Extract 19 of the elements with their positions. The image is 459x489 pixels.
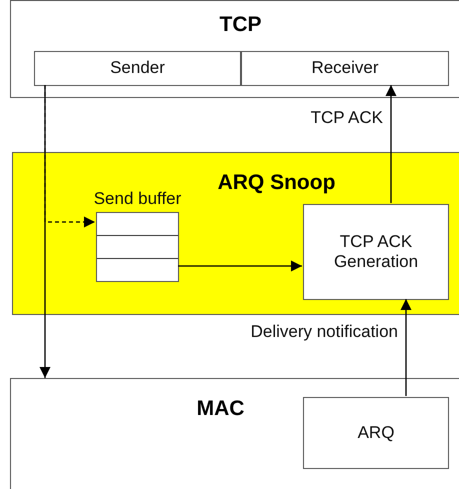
buffer-label: Send buffer xyxy=(92,189,182,209)
layer-band xyxy=(10,0,459,98)
box-label: TCP ACK Generation xyxy=(332,232,420,272)
layer-title: MAC xyxy=(196,397,244,421)
arrow xyxy=(178,260,302,272)
box-label: ARQ xyxy=(358,422,394,444)
arrow xyxy=(400,299,412,396)
arrow xyxy=(386,85,396,203)
box-label: Receiver xyxy=(311,58,379,79)
layer-band xyxy=(12,152,459,315)
process-box xyxy=(241,51,449,86)
layer-title: TCP xyxy=(220,13,262,37)
process-box xyxy=(303,397,449,469)
layer-band xyxy=(10,378,459,489)
process-box xyxy=(34,51,241,86)
dashed-arrow xyxy=(44,85,95,228)
process-box xyxy=(303,204,449,300)
box-label: Sender xyxy=(110,58,165,79)
layer-title: ARQ Snoop xyxy=(218,171,336,195)
